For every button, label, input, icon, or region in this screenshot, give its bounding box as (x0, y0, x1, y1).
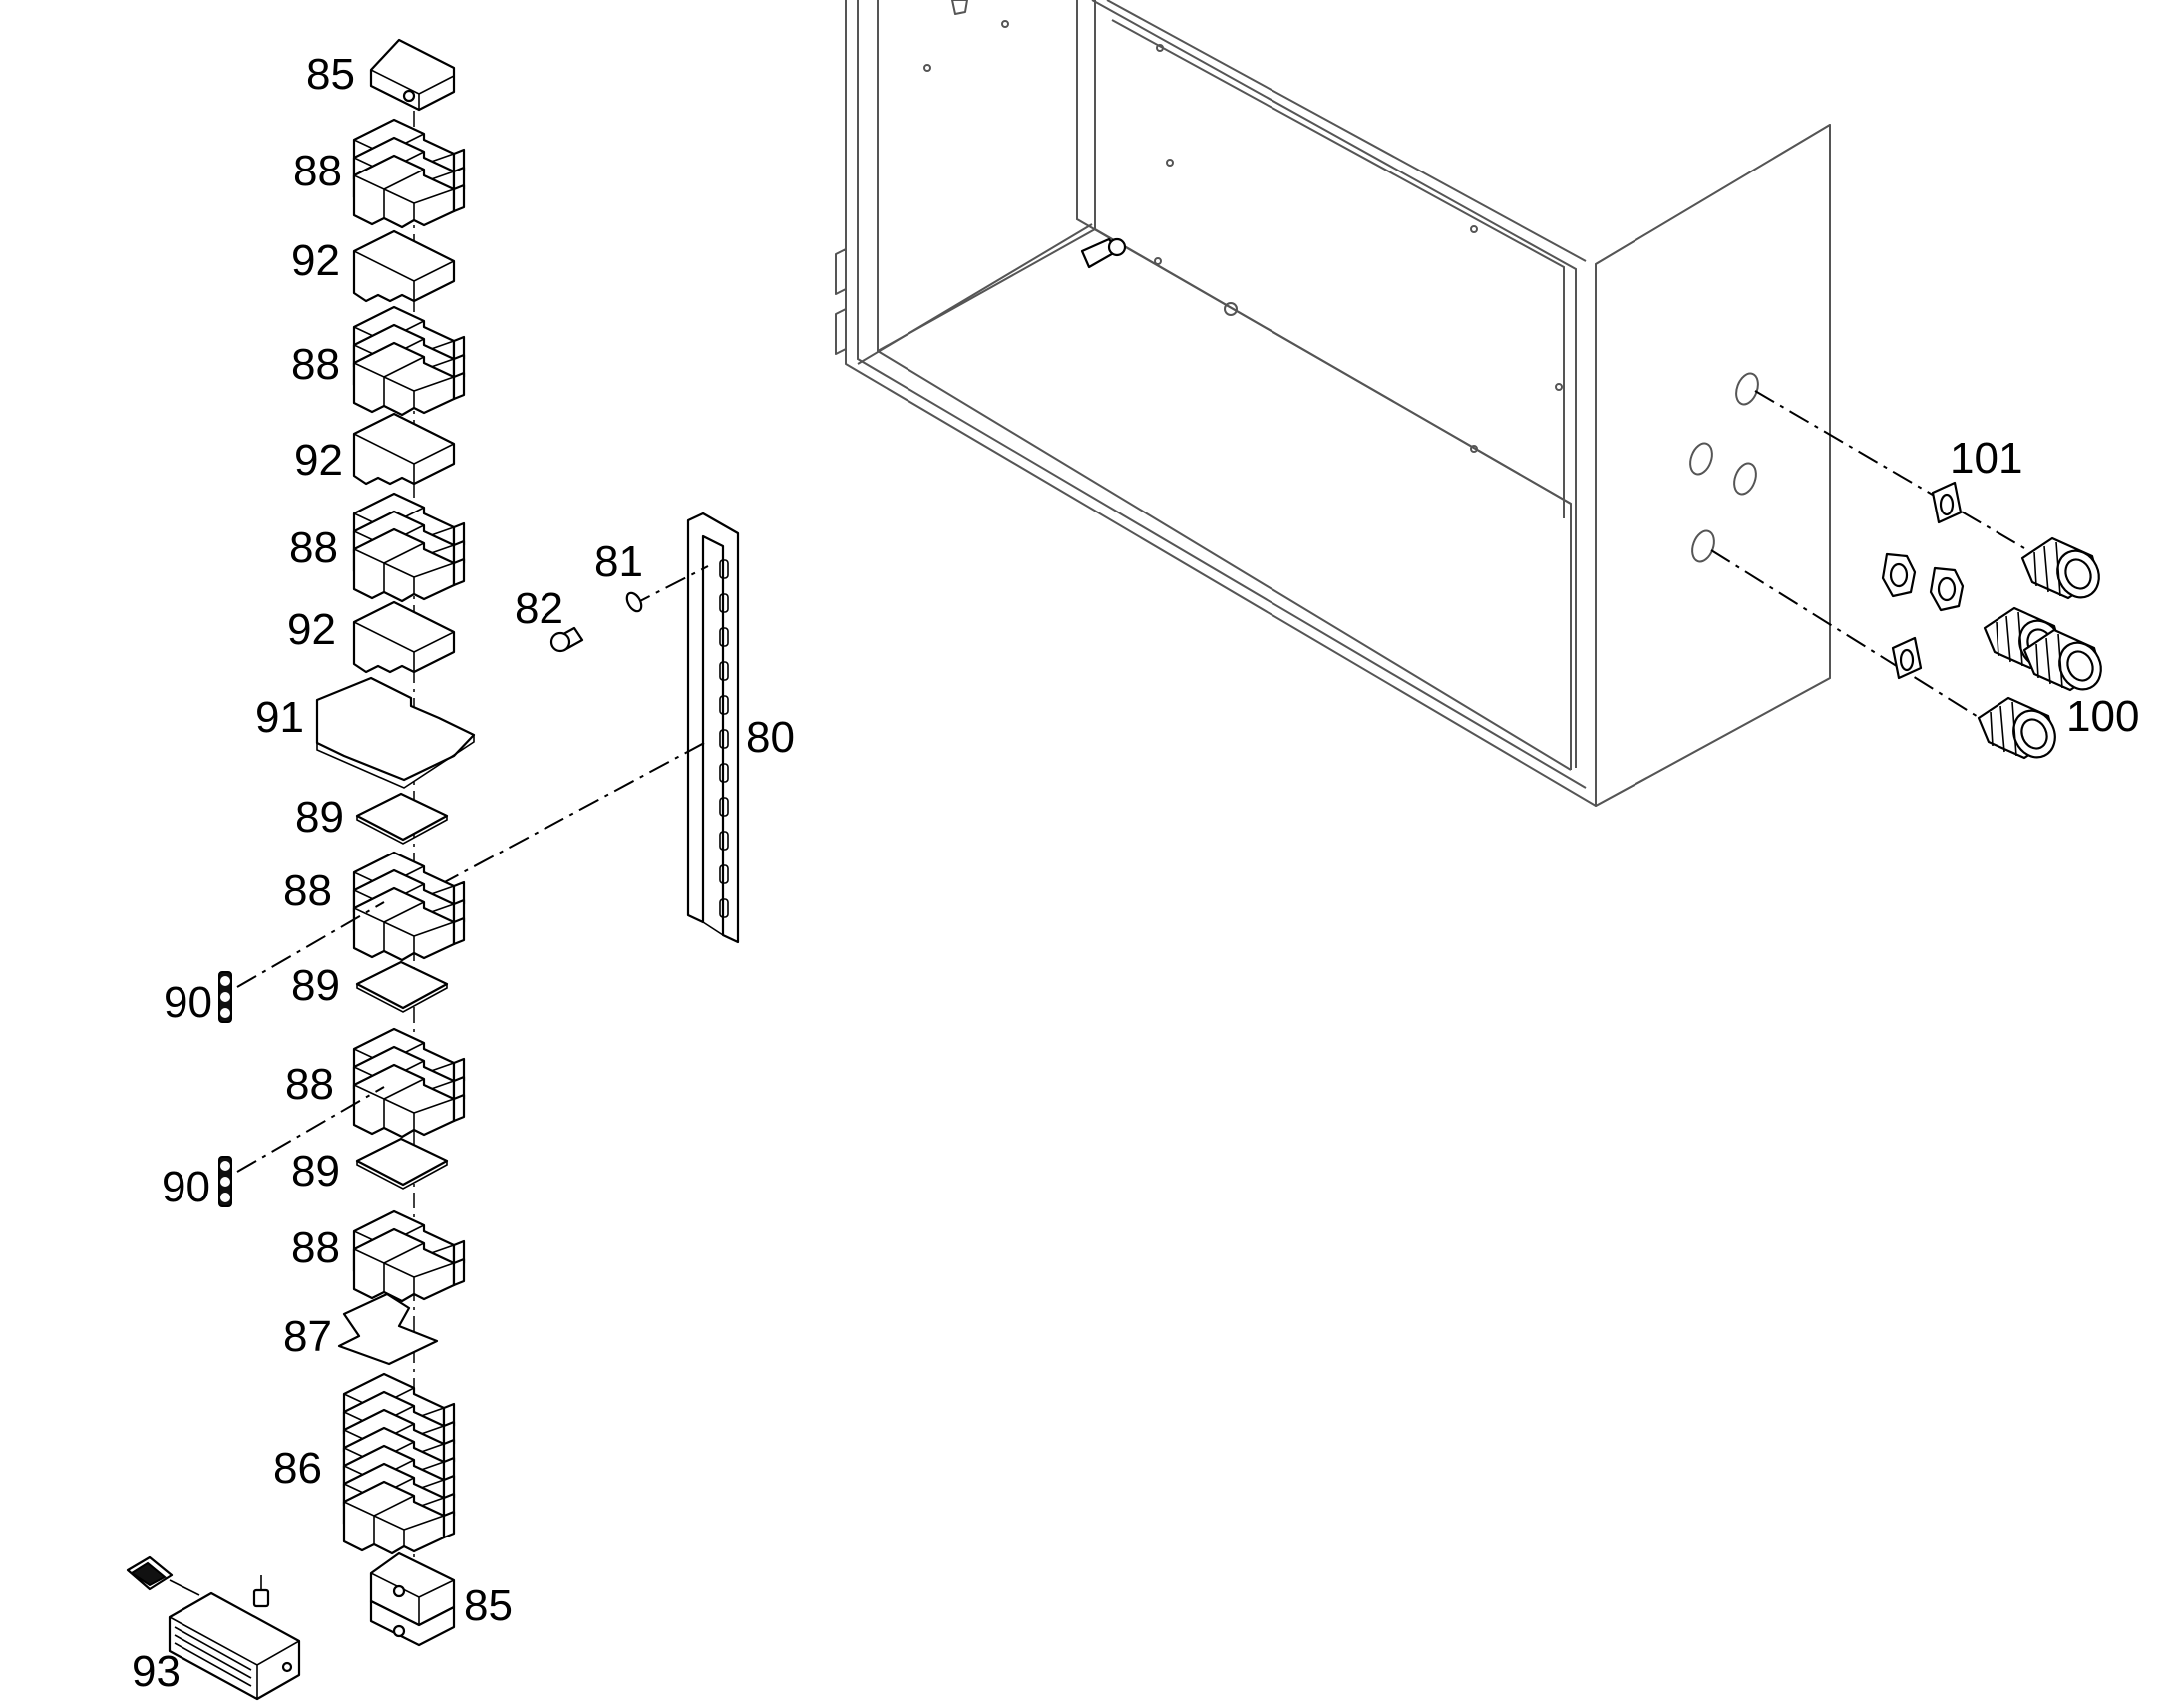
gland-washer-101 (1931, 481, 1963, 524)
leader-101 (1754, 390, 2025, 549)
callout-92-a: 92 (291, 236, 340, 285)
end-plate-92-b (352, 412, 456, 486)
plate-89-b (355, 960, 449, 1014)
callout-91: 91 (255, 693, 304, 742)
plate-89-a (355, 792, 449, 846)
callout-86: 86 (273, 1444, 322, 1493)
hex-nut-1 (1881, 552, 1917, 598)
callout-87: 87 (283, 1312, 332, 1361)
callout-101: 101 (1950, 434, 2022, 483)
callout-82: 82 (515, 584, 563, 633)
marker-90-a (218, 971, 232, 1023)
callout-88-b: 88 (291, 340, 340, 389)
terminal-block-88-a (354, 120, 464, 227)
end-plate-92-a (352, 229, 456, 303)
callout-81: 81 (594, 537, 643, 586)
callout-88-c: 88 (289, 523, 338, 572)
cable-gland-4 (1977, 696, 2064, 766)
din-rail (686, 512, 740, 944)
terminal-block-86 (342, 1372, 456, 1555)
callout-100: 100 (2066, 692, 2139, 741)
callout-89-c: 89 (291, 1147, 340, 1196)
marker-90-b (218, 1156, 232, 1207)
callout-90-a: 90 (164, 978, 212, 1027)
leader-rail (438, 741, 707, 886)
terminal-block-88-c (354, 494, 464, 601)
callout-89-b: 89 (291, 961, 340, 1010)
terminal-block-88-b (354, 307, 464, 415)
callout-88-e: 88 (285, 1060, 334, 1109)
callout-89-a: 89 (295, 793, 344, 842)
callout-92-c: 92 (287, 605, 336, 654)
cable-gland-1 (2020, 536, 2108, 606)
enclosure-box (835, 0, 1831, 807)
cover-plate-91 (315, 676, 476, 789)
screw (549, 626, 584, 653)
end-clamp-bottom (369, 1551, 456, 1647)
end-clamp-top (369, 38, 456, 112)
gland-washer-lower (1891, 636, 1923, 680)
plate-89-c (355, 1137, 449, 1191)
end-plate-92-c (352, 600, 456, 674)
callout-88-d: 88 (283, 866, 332, 915)
callout-93: 93 (132, 1647, 181, 1696)
leader-100 (1710, 549, 1981, 719)
hex-nut-2 (1929, 566, 1965, 612)
callout-88-a: 88 (293, 147, 342, 195)
plate-87 (337, 1292, 439, 1366)
leader-81 (629, 565, 709, 607)
terminal-block-88-d (354, 853, 464, 960)
terminal-block-88-e (354, 1029, 464, 1137)
callout-92-b: 92 (294, 436, 343, 485)
leader-90a (236, 901, 385, 988)
callout-88-f: 88 (291, 1223, 340, 1272)
callout-85-bottom: 85 (464, 1581, 513, 1630)
terminal-block-88-f (352, 1209, 466, 1303)
callout-90-b: 90 (162, 1163, 210, 1211)
callout-85-top: 85 (306, 50, 355, 99)
heater-93 (126, 1555, 301, 1701)
leader-90b (236, 1086, 385, 1173)
callout-80: 80 (746, 713, 795, 762)
washer (625, 591, 643, 613)
